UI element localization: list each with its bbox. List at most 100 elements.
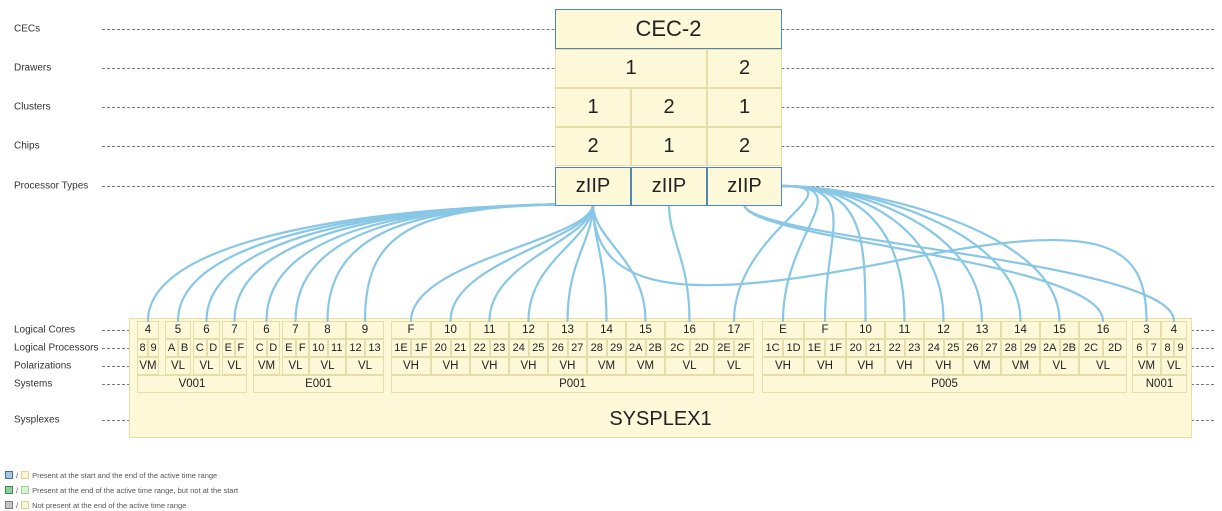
logical-processor-cell[interactable]: 1C (762, 339, 783, 357)
chip-box[interactable]: 2 (707, 127, 782, 166)
polarization-cell[interactable]: VL (346, 357, 384, 375)
logical-processor-cell[interactable]: 28 (1001, 339, 1021, 357)
logical-processor-cell[interactable]: 26 (548, 339, 568, 357)
logical-processor-cell[interactable]: 20 (431, 339, 451, 357)
logical-core-cell[interactable]: 17 (714, 321, 754, 339)
cec-box[interactable]: CEC-2 (555, 9, 782, 49)
logical-processor-cell[interactable]: 2C (1079, 339, 1103, 357)
polarization-cell[interactable]: VM (1001, 357, 1040, 375)
chip-box[interactable]: 1 (631, 127, 707, 166)
polarization-cell[interactable]: VH (470, 357, 509, 375)
logical-processor-cell[interactable]: B (178, 339, 191, 357)
logical-processor-cell[interactable]: 1F (411, 339, 431, 357)
logical-processor-cell[interactable]: 13 (365, 339, 384, 357)
logical-processor-cell[interactable]: 7 (1146, 339, 1161, 357)
polarization-cell[interactable]: VH (885, 357, 924, 375)
logical-processor-cell[interactable]: C (253, 339, 267, 357)
logical-processor-cell[interactable]: 21 (450, 339, 470, 357)
logical-processor-cell[interactable]: E (222, 339, 235, 357)
logical-processor-cell[interactable]: 9 (148, 339, 159, 357)
logical-processor-cell[interactable]: 23 (489, 339, 509, 357)
logical-processor-cell[interactable]: 2D (689, 339, 714, 357)
system-box[interactable]: V001 (137, 375, 247, 393)
logical-processor-cell[interactable]: 2A (1040, 339, 1060, 357)
polarization-cell[interactable]: VL (193, 357, 220, 375)
cluster-box[interactable]: 2 (631, 88, 707, 127)
polarization-cell[interactable]: VM (253, 357, 280, 375)
polarization-cell[interactable]: VM (137, 357, 159, 375)
polarization-cell[interactable]: VM (1132, 357, 1161, 375)
chip-box[interactable]: 2 (555, 127, 631, 166)
logical-core-cell[interactable]: 12 (924, 321, 963, 339)
logical-processor-cell[interactable]: 2B (645, 339, 665, 357)
logical-processor-cell[interactable]: E (282, 339, 296, 357)
logical-processor-cell[interactable]: F (295, 339, 309, 357)
logical-processor-cell[interactable]: 1F (825, 339, 846, 357)
logical-processor-cell[interactable]: 2D (1103, 339, 1127, 357)
logical-processor-cell[interactable]: 8 (137, 339, 148, 357)
polarization-cell[interactable]: VH (924, 357, 963, 375)
polarization-cell[interactable]: VL (309, 357, 346, 375)
drawer-box[interactable]: 2 (707, 49, 782, 88)
logical-processor-cell[interactable]: 2C (665, 339, 690, 357)
drawer-box[interactable]: 1 (555, 49, 707, 88)
logical-processor-cell[interactable]: 6 (1132, 339, 1147, 357)
polarization-cell[interactable]: VH (548, 357, 587, 375)
logical-processor-cell[interactable]: 29 (1020, 339, 1040, 357)
processor-type-box[interactable]: zIIP (707, 167, 782, 206)
logical-processor-cell[interactable]: 22 (885, 339, 905, 357)
logical-processor-cell[interactable]: 27 (567, 339, 587, 357)
logical-processor-cell[interactable]: 1D (783, 339, 804, 357)
logical-processor-cell[interactable]: 2B (1059, 339, 1079, 357)
logical-processor-cell[interactable]: 25 (943, 339, 963, 357)
logical-processor-cell[interactable]: 21 (865, 339, 885, 357)
logical-processor-cell[interactable]: 12 (346, 339, 365, 357)
polarization-cell[interactable]: VH (804, 357, 846, 375)
logical-processor-cell[interactable]: 1E (391, 339, 411, 357)
logical-processor-cell[interactable]: 26 (963, 339, 982, 357)
processor-type-box[interactable]: zIIP (555, 167, 631, 206)
logical-processor-cell[interactable]: D (206, 339, 220, 357)
processor-type-box[interactable]: zIIP (631, 167, 707, 206)
logical-processor-cell[interactable]: 29 (606, 339, 626, 357)
system-box[interactable]: P001 (391, 375, 754, 393)
logical-processor-cell[interactable]: 24 (509, 339, 529, 357)
logical-processor-cell[interactable]: 8 (1161, 339, 1174, 357)
logical-core-cell[interactable]: 14 (587, 321, 626, 339)
logical-processor-cell[interactable]: 2F (734, 339, 754, 357)
polarization-cell[interactable]: VH (431, 357, 470, 375)
cluster-box[interactable]: 1 (555, 88, 631, 127)
system-box[interactable]: P005 (762, 375, 1127, 393)
logical-processor-cell[interactable]: 9 (1174, 339, 1187, 357)
logical-processor-cell[interactable]: 28 (587, 339, 607, 357)
logical-processor-cell[interactable]: 11 (327, 339, 346, 357)
polarization-cell[interactable]: VM (587, 357, 626, 375)
logical-processor-cell[interactable]: 1E (804, 339, 825, 357)
system-box[interactable]: E001 (253, 375, 384, 393)
polarization-cell[interactable]: VL (665, 357, 714, 375)
polarization-cell[interactable]: VH (762, 357, 804, 375)
polarization-cell[interactable]: VL (1079, 357, 1127, 375)
logical-processor-cell[interactable]: F (234, 339, 247, 357)
logical-processor-cell[interactable]: 2E (714, 339, 734, 357)
logical-core-cell[interactable]: 12 (509, 321, 548, 339)
polarization-cell[interactable]: VM (626, 357, 665, 375)
polarization-cell[interactable]: VH (391, 357, 431, 375)
system-box[interactable]: N001 (1132, 375, 1187, 393)
polarization-cell[interactable]: VH (509, 357, 548, 375)
polarization-cell[interactable]: VM (963, 357, 1001, 375)
logical-processor-cell[interactable]: 24 (924, 339, 944, 357)
polarization-cell[interactable]: VL (1161, 357, 1187, 375)
logical-processor-cell[interactable]: 2A (626, 339, 646, 357)
logical-processor-cell[interactable]: 20 (846, 339, 866, 357)
polarization-cell[interactable]: VL (714, 357, 754, 375)
cluster-box[interactable]: 1 (707, 88, 782, 127)
polarization-cell[interactable]: VL (222, 357, 247, 375)
polarization-cell[interactable]: VH (846, 357, 885, 375)
logical-processor-cell[interactable]: 27 (982, 339, 1001, 357)
polarization-cell[interactable]: VL (282, 357, 309, 375)
logical-processor-cell[interactable]: C (193, 339, 207, 357)
polarization-cell[interactable]: VL (165, 357, 191, 375)
logical-processor-cell[interactable]: 22 (470, 339, 490, 357)
logical-processor-cell[interactable]: 25 (528, 339, 548, 357)
